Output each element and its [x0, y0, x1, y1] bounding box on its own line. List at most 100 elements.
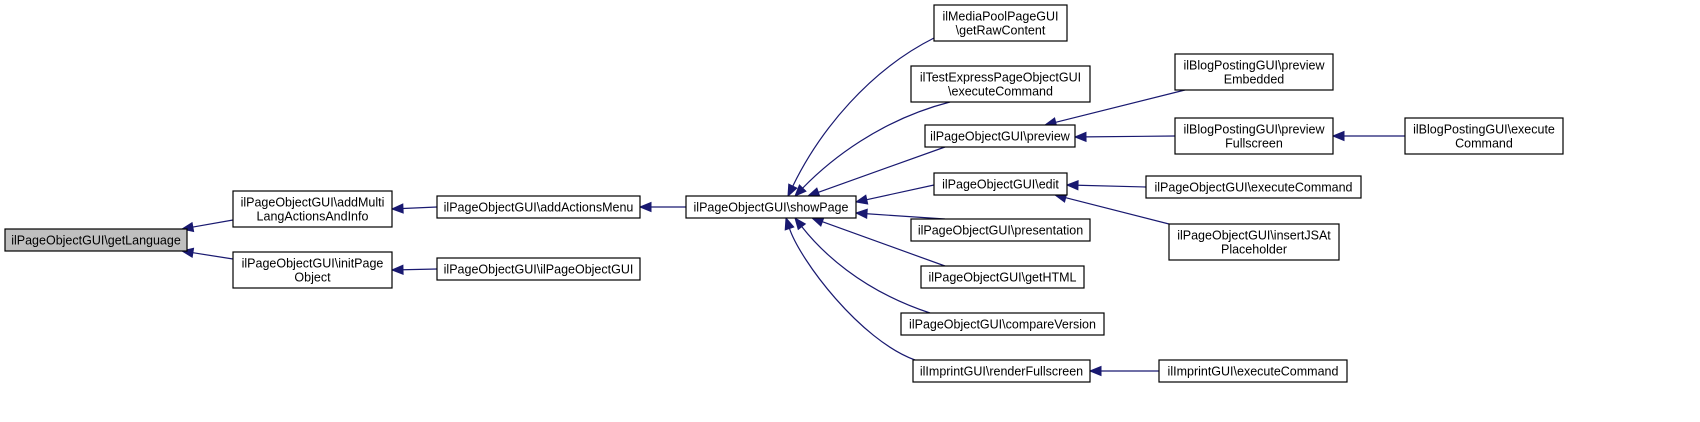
- node-label: Command: [1455, 137, 1513, 151]
- edge-line: [402, 268, 438, 271]
- node-label: \getRawContent: [956, 24, 1046, 38]
- edge-renderFullscreen-to-showPage: [784, 216, 916, 361]
- edge-line: [822, 221, 946, 267]
- node-label: Fullscreen: [1225, 137, 1283, 151]
- node-testExpress[interactable]: ilTestExpressPageObjectGUI\executeComman…: [910, 65, 1091, 103]
- node-ctor[interactable]: ilPageObjectGUI\ilPageObjectGUI: [436, 257, 641, 281]
- node-label: ilPageObjectGUI\addActionsMenu: [444, 201, 634, 215]
- edge-line: [192, 219, 234, 228]
- node-label: Placeholder: [1221, 243, 1287, 257]
- node-box: [1174, 53, 1334, 91]
- node-box: [4, 228, 188, 252]
- edge-arrowhead: [1073, 131, 1087, 143]
- edges-layer: [180, 37, 1405, 377]
- edge-presentation-to-showPage: [854, 208, 946, 220]
- node-label: ilImprintGUI\renderFullscreen: [920, 365, 1083, 379]
- edge-edit-to-showPage: [854, 184, 935, 205]
- node-box: [920, 265, 1085, 289]
- node-addMultiLang[interactable]: ilPageObjectGUI\addMultiLangActionsAndIn…: [232, 190, 393, 228]
- node-compareVersion[interactable]: ilPageObjectGUI\compareVersion: [900, 312, 1105, 336]
- edge-line: [801, 226, 931, 314]
- node-getLanguage[interactable]: ilPageObjectGUI\getLanguage: [4, 228, 188, 252]
- node-label: ilPageObjectGUI\getLanguage: [11, 234, 181, 248]
- node-box: [436, 195, 641, 219]
- node-renderFullscreen[interactable]: ilImprintGUI\renderFullscreen: [912, 359, 1091, 383]
- edge-line: [788, 228, 916, 361]
- nodes-layer: ilPageObjectGUI\getLanguage ilPageObjectG…: [4, 4, 1564, 383]
- node-label: Object: [294, 271, 331, 285]
- node-label: ilBlogPostingGUI\execute: [1413, 123, 1555, 137]
- edge-arrowhead: [1065, 180, 1079, 191]
- node-getHTML[interactable]: ilPageObjectGUI\getHTML: [920, 265, 1085, 289]
- node-label: ilPageObjectGUI\getHTML: [929, 271, 1077, 285]
- node-label: ilPageObjectGUI\showPage: [694, 201, 849, 215]
- node-box: [1158, 359, 1348, 383]
- node-box: [1145, 175, 1362, 199]
- edge-imprintExec-to-renderFullscreen: [1088, 365, 1159, 377]
- edge-arrowhead: [794, 216, 807, 231]
- node-imprintExec[interactable]: ilImprintGUI\executeCommand: [1158, 359, 1348, 383]
- edge-line: [192, 252, 234, 260]
- edge-addMultiLang-to-getLanguage: [180, 219, 234, 233]
- edge-arrowhead: [390, 203, 404, 214]
- edge-compareVersion-to-showPage: [794, 216, 931, 314]
- edge-ctor-to-initPageObject: [390, 264, 438, 275]
- node-preview[interactable]: ilPageObjectGUI\preview: [924, 124, 1076, 148]
- node-mediaPool[interactable]: ilMediaPoolPageGUI\getRawContent: [933, 4, 1068, 42]
- node-label: LangActionsAndInfo: [257, 210, 369, 224]
- edge-testExpress-to-showPage: [794, 101, 951, 197]
- node-box: [933, 4, 1068, 42]
- node-label: ilPageObjectGUI\addMulti: [241, 196, 385, 210]
- node-box: [1168, 223, 1340, 261]
- edge-showPage-to-addActionsMenu: [638, 201, 686, 213]
- edge-line: [866, 213, 946, 220]
- node-label: ilBlogPostingGUI\preview: [1183, 123, 1325, 137]
- edge-arrowhead: [1088, 365, 1102, 377]
- node-blogExec[interactable]: ilBlogPostingGUI\executeCommand: [1404, 117, 1564, 155]
- node-label: ilPageObjectGUI\preview: [930, 130, 1071, 144]
- edge-arrowhead: [794, 184, 807, 197]
- edge-line: [802, 101, 951, 189]
- edge-arrowhead: [854, 208, 868, 220]
- node-label: ilMediaPoolPageGUI: [942, 10, 1058, 24]
- node-pageExec[interactable]: ilPageObjectGUI\executeCommand: [1145, 175, 1362, 199]
- edge-line: [1085, 135, 1176, 138]
- node-box: [910, 218, 1091, 242]
- node-label: ilImprintGUI\executeCommand: [1168, 365, 1339, 379]
- node-box: [933, 172, 1068, 196]
- edge-line: [792, 37, 935, 187]
- edge-line: [1077, 184, 1147, 188]
- node-label: ilBlogPostingGUI\preview: [1183, 59, 1325, 73]
- edge-line: [402, 206, 438, 210]
- edge-initPageObject-to-getLanguage: [180, 247, 234, 260]
- node-label: ilPageObjectGUI\ilPageObjectGUI: [444, 263, 634, 277]
- edge-arrowhead: [810, 216, 825, 227]
- node-label: ilTestExpressPageObjectGUI: [920, 71, 1081, 85]
- edge-preview-to-showPage: [806, 146, 946, 198]
- node-label: \executeCommand: [948, 85, 1053, 99]
- edge-arrowhead: [638, 201, 652, 213]
- edge-arrowhead: [390, 264, 404, 275]
- node-box: [685, 195, 857, 219]
- node-box: [232, 251, 393, 289]
- node-presentation[interactable]: ilPageObjectGUI\presentation: [910, 218, 1091, 242]
- node-addActionsMenu[interactable]: ilPageObjectGUI\addActionsMenu: [436, 195, 641, 219]
- node-label: ilPageObjectGUI\insertJSAt: [1177, 229, 1331, 243]
- edge-arrowhead: [806, 187, 821, 198]
- edge-arrowhead: [787, 183, 798, 198]
- node-showPage[interactable]: ilPageObjectGUI\showPage: [685, 195, 857, 219]
- edge-blogPrevFull-to-preview: [1073, 131, 1176, 143]
- edge-pageExec-to-edit: [1065, 180, 1147, 191]
- node-edit[interactable]: ilPageObjectGUI\edit: [933, 172, 1068, 196]
- node-box: [1404, 117, 1564, 155]
- edge-line: [818, 146, 946, 193]
- edge-arrowhead: [1331, 130, 1345, 142]
- node-label: ilPageObjectGUI\compareVersion: [909, 318, 1096, 332]
- node-box: [900, 312, 1105, 336]
- edge-mediaPool-to-showPage: [787, 37, 935, 198]
